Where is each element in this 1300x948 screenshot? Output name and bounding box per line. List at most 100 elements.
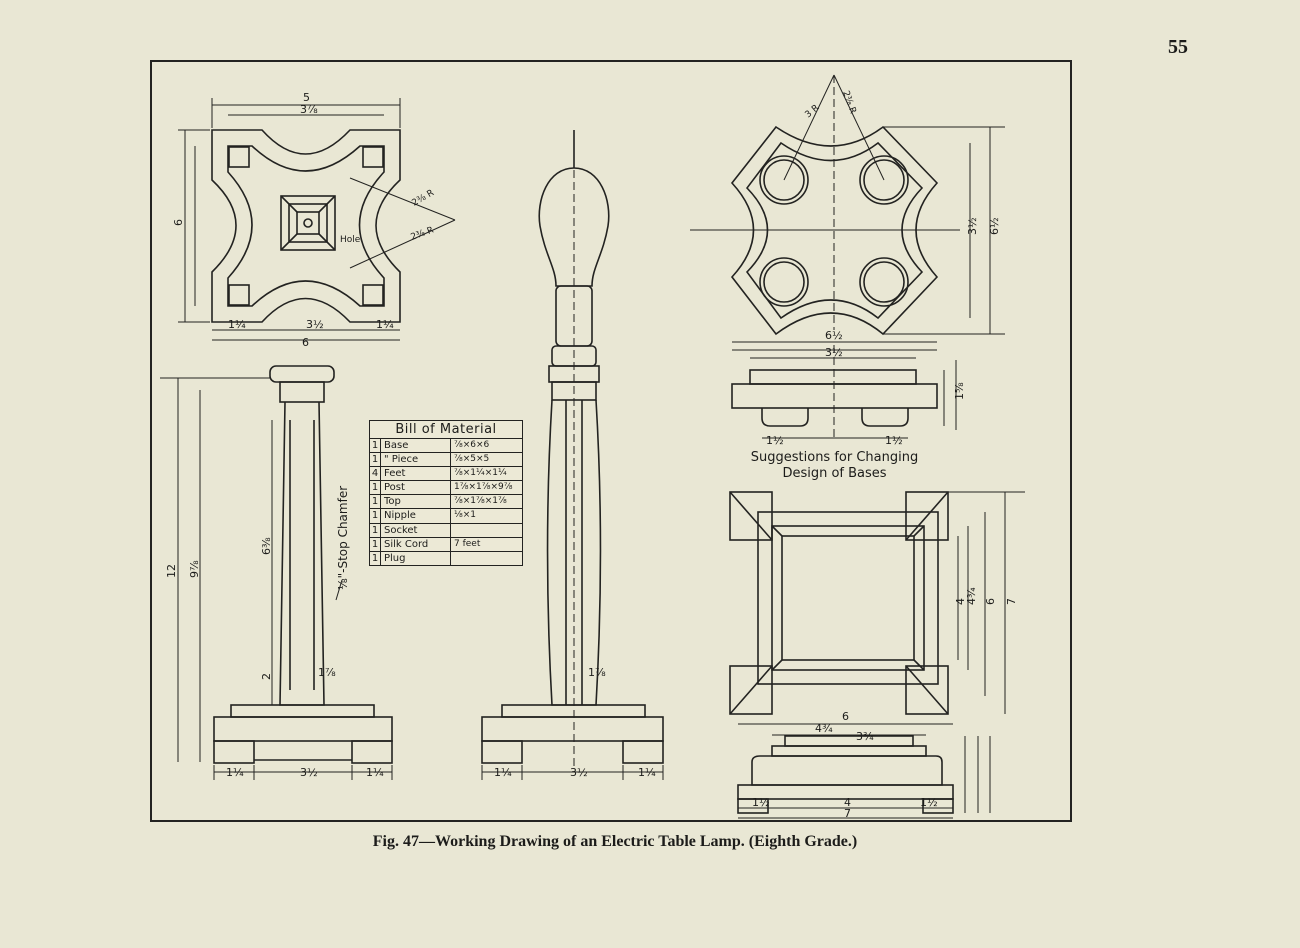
bom-qty: 1 [370,537,381,551]
dim-sq-elev-top: 3¾ [856,730,874,743]
radius-label-bottom: 2⅜ R [410,225,436,242]
dim-alt-foot-left: 1½ [766,434,784,447]
dim-right-right: 1¼ [638,766,656,779]
dim-sq-elev-mid: 4¾ [815,722,833,735]
dim-plan-height: 6 [172,219,185,226]
bom-size: ⅞×1⅞×1⅞ [454,496,507,507]
hole-label: Hole [340,235,361,245]
drawing-frame [150,60,1072,822]
dim-square-inner: 4¾ [965,587,978,605]
radius-label-top: 2⅜ R [411,188,436,208]
bom-name: Socket [381,523,451,537]
alt-base-elevation-dims [732,345,957,440]
bom-row: 1 Post 1⅞×1⅞×9⅞ [370,481,522,496]
bom-qty: 1 [370,481,381,495]
dim-post-thickness: 1⅞ [318,666,336,679]
bom-size: ⅞×5×5 [454,454,490,465]
lamp-elevation-right-dims [481,170,664,780]
alt-base-plan-dims [690,74,1005,343]
square-base-elevation-dims [738,723,991,819]
dim-plan-right: 1¼ [376,318,394,331]
lamp-elevation-left-dims [160,377,393,780]
dim-plan-left: 1¼ [228,318,246,331]
bom-name: Post [381,481,451,495]
dim-sq-elev-foot-left: 1½ [752,796,770,809]
bom-name: Feet [381,467,451,481]
bom-row: 1 Silk Cord 7 feet [370,537,522,552]
square-base-plan [729,491,949,715]
lamp-elevation-left [213,365,393,764]
dim-plan-total: 6 [302,336,309,349]
stop-chamfer-note: ⅛"-Stop Chamfer [336,486,350,590]
bom-size [451,552,522,565]
dim-square-base: 6 [984,598,997,605]
dim-left-foot: 1¼ [226,766,244,779]
dim-left-right: 1¼ [366,766,384,779]
bom-qty: 1 [370,523,381,537]
dim-taper-height: 6⅜ [260,537,273,555]
dim-post-thickness-right: 1⅞ [588,666,606,679]
bom-name: Nipple [381,509,451,523]
bom-size: ⅛×1 [454,510,476,521]
dim-sq-elev-total: 6 [842,710,849,723]
bom-title: Bill of Material [370,421,522,439]
dim-alt-height: 6½ [988,217,1001,235]
base-plan-dims [178,98,456,341]
dim-sq-elev-span: 4 [844,796,851,809]
dim-right-mid: 3½ [570,766,588,779]
dim-alt-inner-width: 3½ [825,346,843,359]
bom-name: Base [381,439,451,453]
base-plan-view [211,129,401,323]
bom-row: 1 Plug [370,551,522,565]
radius-2-3-8: 2⅜ R [840,90,857,116]
radius-3r: 3 R [804,103,822,120]
bom-name: Top [381,495,451,509]
bom-row: 1 Top ⅞×1⅞×1⅞ [370,495,522,510]
bom-qty: 1 [370,495,381,509]
bom-size: 1⅞×1⅞×9⅞ [454,482,513,493]
bom-name: Silk Cord [381,537,451,551]
bom-row: 1 Nipple ⅛×1 [370,509,522,524]
dim-alt-elev: 1⅝ [953,382,966,400]
dim-top-width: 5 [303,91,310,104]
bom-size [451,524,522,537]
bom-row: 1 " Piece ⅞×5×5 [370,453,522,468]
bom-name: " Piece [381,453,451,467]
figure-caption: Fig. 47—Working Drawing of an Electric T… [372,833,858,850]
bill-of-material-table: Bill of Material 1 Base ⅞×6×6 1 " Piece … [369,420,523,566]
dim-square-opening: 4 [954,598,967,605]
bom-row: 1 Base ⅞×6×6 [370,439,522,454]
bom-qty: 1 [370,509,381,523]
dim-square-total: 7 [1005,598,1018,605]
dim-sq-elev-foot-right: 1½ [920,796,938,809]
bases-note-line2: Design of Bases [782,466,887,481]
dim-plan-mid: 3½ [306,318,324,331]
dim-top-inner: 3⅞ [300,103,318,116]
bom-name: Plug [381,551,451,565]
bom-qty: 1 [370,439,381,453]
dim-lower-post: 2 [260,673,273,680]
square-base-plan-dims [948,491,1025,714]
bom-qty: 1 [370,551,381,565]
bom-size: ⅞×1¼×1¼ [454,468,507,479]
bom-size: 7 feet [454,538,481,549]
bases-note-line1: Suggestions for Changing [750,450,919,465]
bom-qty: 1 [370,453,381,467]
square-base-elevation [737,735,954,814]
dim-left-mid: 3½ [300,766,318,779]
dim-alt-inner: 3½ [966,217,979,235]
bom-row: 4 Feet ⅞×1¼×1¼ [370,467,522,482]
dim-post-height: 9⅞ [188,560,201,578]
dim-alt-width: 6½ [825,329,843,342]
alt-base-plan [730,125,939,336]
bom-qty: 4 [370,467,381,481]
bom-size: ⅞×6×6 [454,440,490,450]
bom-row: 1 Socket [370,523,522,538]
dim-right-foot: 1¼ [494,766,512,779]
page-number: 55 [1168,36,1188,58]
bases-note: Suggestions for Changing Design of Bases [722,450,947,482]
dim-sq-elev-bottom: 7 [844,807,851,820]
dim-alt-foot-right: 1½ [885,434,903,447]
dim-total-height: 12 [165,564,178,578]
